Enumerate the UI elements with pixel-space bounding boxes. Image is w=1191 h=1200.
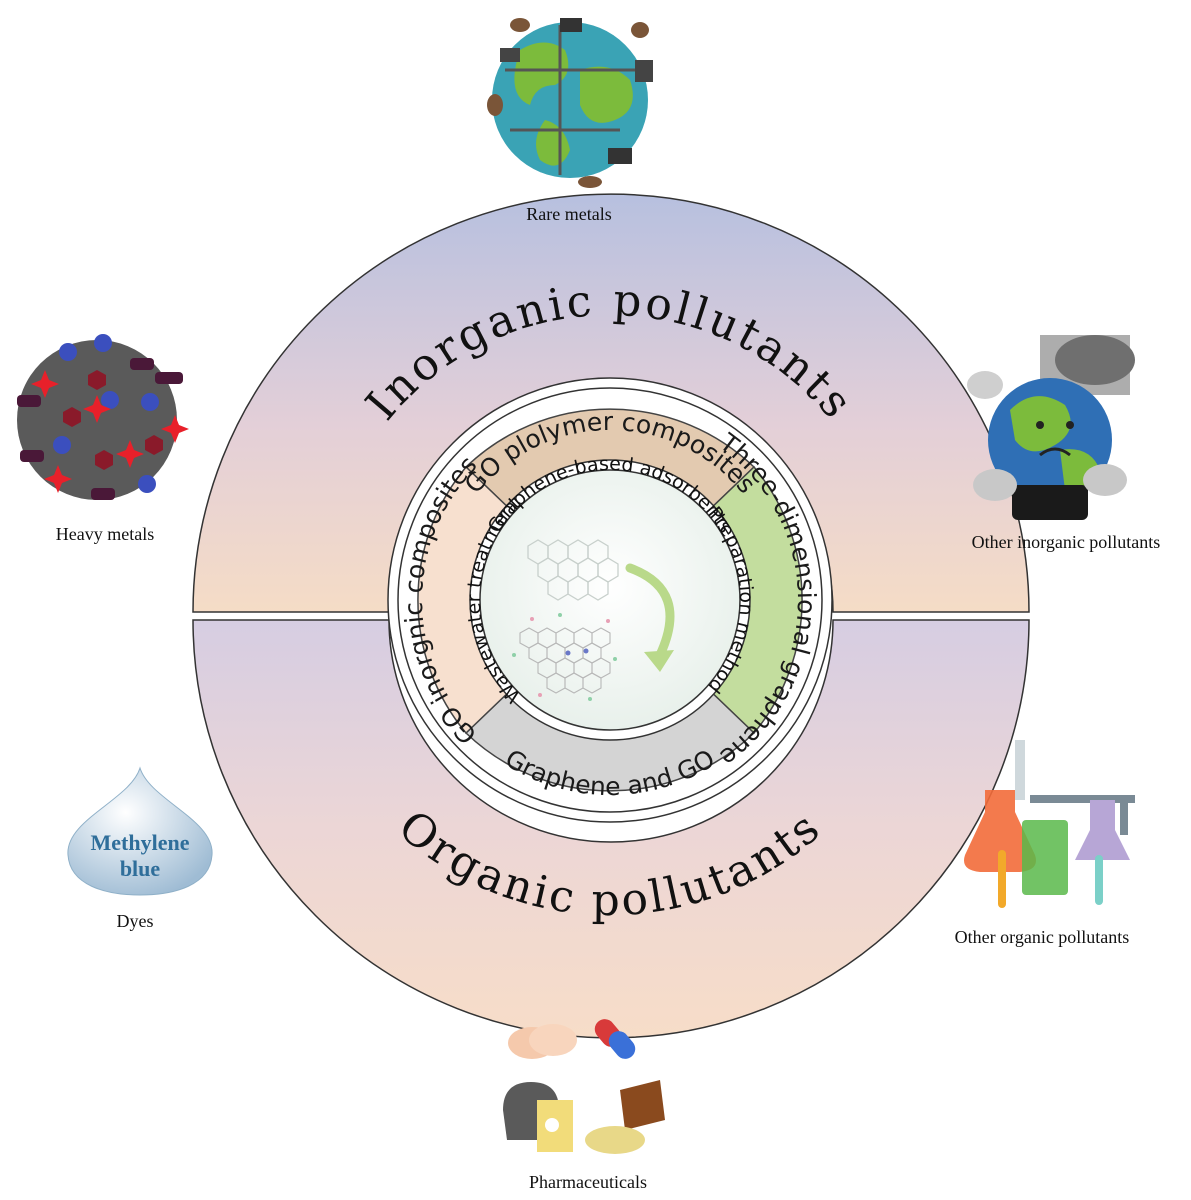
pharmaceuticals-icon <box>503 1019 665 1154</box>
outer-ring-bottom <box>192 619 1030 1039</box>
dye-label-line2: blue <box>120 856 161 881</box>
pharmaceuticals-caption: Pharmaceuticals <box>529 1172 647 1192</box>
heavy-metals-particle-icon <box>17 334 189 500</box>
curved-arrow-icon <box>625 563 675 672</box>
dyes-caption: Dyes <box>117 911 154 931</box>
sad-earth-pollution-icon <box>967 335 1135 520</box>
lab-glassware-icon <box>964 740 1135 908</box>
dye-label-line1: Methylene <box>91 830 190 855</box>
other-organic-caption: Other organic pollutants <box>955 927 1130 947</box>
methylene-blue-drop-icon: Methylene blue <box>67 766 213 896</box>
core-circle <box>479 469 741 731</box>
graphene-sheet-icon <box>527 539 619 601</box>
globe-machinery-icon <box>487 18 653 188</box>
heavy-metals-caption: Heavy metals <box>56 524 154 544</box>
graphene-oxide-icon <box>512 613 617 701</box>
rare-metals-caption: Rare metals <box>526 204 611 224</box>
other-inorganic-caption: Other inorganic pollutants <box>972 532 1161 552</box>
